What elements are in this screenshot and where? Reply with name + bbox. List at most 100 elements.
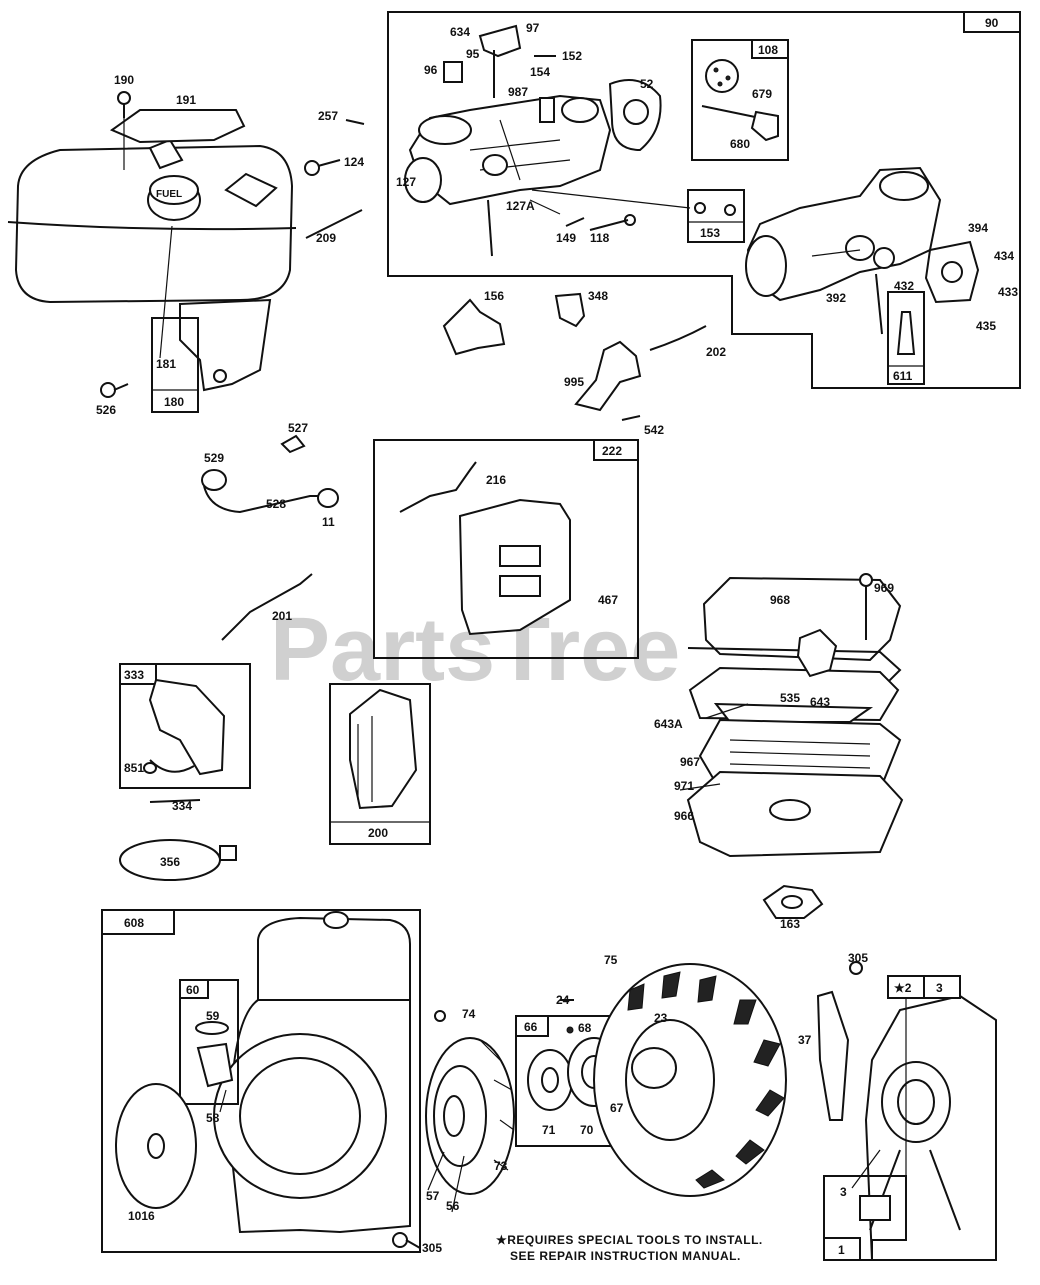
box-180-outline [151,317,199,413]
note-line-2: SEE REPAIR INSTRUCTION MANUAL. [510,1249,741,1263]
box-608-outline [101,909,421,1253]
screws-149-118 [565,217,629,231]
link-201 [221,573,313,641]
box-1-label: 1 [838,1243,845,1257]
link-202 [649,325,707,351]
part-label-305b: 305 [848,951,868,965]
part-label-154: 154 [530,65,550,79]
part-label-679: 679 [752,87,772,101]
part-label-124: 124 [344,155,364,169]
part-label-56: 56 [446,1199,460,1213]
part-label-634: 634 [450,25,470,39]
part-label-127: 127 [396,175,416,189]
fuel-line-528 [203,485,324,514]
part-68 [566,1026,574,1034]
clip-527 [280,434,306,454]
part-label-334: 334 [172,799,192,813]
box-153-outline [687,189,745,243]
part-label-95: 95 [466,47,480,61]
part-label-152: 152 [562,49,582,63]
part-label-969: 969 [874,581,894,595]
part-label-971: 971 [674,779,694,793]
governor-slot [499,575,541,597]
part-label-127A: 127A [506,199,535,213]
gasket-hole [623,99,649,125]
part-label-57: 57 [426,1189,440,1203]
box-153-label: 153 [700,226,720,240]
part-label-24: 24 [556,993,570,1007]
governor-slot [499,545,541,567]
part-label-435: 435 [976,319,996,333]
screw-257 [345,119,365,125]
needle-679 [701,105,761,119]
part-995 [574,340,642,412]
part-71-bore [541,1067,559,1093]
part-label-67: 67 [610,1101,624,1115]
link-216 [399,461,477,513]
box-90-tag [963,11,1021,33]
part-label-643A: 643A [654,717,683,731]
part-348 [554,292,586,328]
box-60-tag [179,979,209,999]
part-label-11: 11 [322,515,335,529]
box-1-tag [823,1237,861,1261]
rewind-pulley [425,1037,515,1195]
box-200-outline [329,683,431,845]
float-680 [750,110,779,142]
part-label-356: 356 [160,855,180,869]
box-3-label: 3 [936,981,943,995]
fuel-cap-text: FUEL [156,189,182,200]
part-label-216: 216 [486,473,506,487]
fitting-529 [201,469,227,491]
box-200-label: 200 [368,826,388,840]
part-label-96: 96 [424,63,438,77]
air-cleaner-assembly [686,576,904,858]
screw-969 [859,573,873,587]
screw-shank [317,159,341,167]
part-label-394: 394 [968,221,988,235]
box-608-tag [101,909,175,935]
wire-356-connector [219,845,237,861]
part-label-528: 528 [266,497,286,511]
screw-334 [149,799,201,803]
disc-hole [725,75,731,81]
screw-124 [304,160,320,176]
part-label-3b: 3 [840,1185,847,1199]
callout-leaders [159,189,881,1213]
blower-housing [213,911,411,1234]
part-label-191: 191 [176,93,196,107]
part-74 [434,1010,446,1022]
part-label-526: 526 [96,403,116,417]
part-label-851: 851 [124,761,144,775]
part-37 [816,990,850,1121]
part-label-73: 73 [494,1159,508,1173]
part-label-1016: 1016 [128,1209,155,1223]
screw-shank [405,1239,421,1249]
part-label-163: 163 [780,917,800,931]
gasket-163 [762,884,824,919]
part-label-209: 209 [316,231,336,245]
armature-terminal [143,762,157,774]
part-label-23: 23 [654,1011,668,1025]
part-label-967: 967 [680,755,700,769]
carburetor-body [404,94,612,257]
screw-head [694,202,706,214]
box-222-tag [593,439,639,461]
part-label-37: 37 [798,1033,812,1047]
part-200-shield [349,688,418,810]
box-2-label: ★2 [894,981,912,995]
part-label-968: 968 [770,593,790,607]
part-label-181: 181 [156,357,176,371]
box-611-label: 611 [893,369,913,383]
part-label-433: 433 [998,285,1018,299]
box-333-tag [119,663,157,685]
box-3-tag [923,975,961,999]
part-label-118: 118 [590,231,610,245]
part-label-966: 966 [674,809,694,823]
box-222-outline [373,439,639,659]
part-label-202: 202 [706,345,726,359]
choke-lever [478,24,522,58]
part-59 [195,1021,229,1035]
